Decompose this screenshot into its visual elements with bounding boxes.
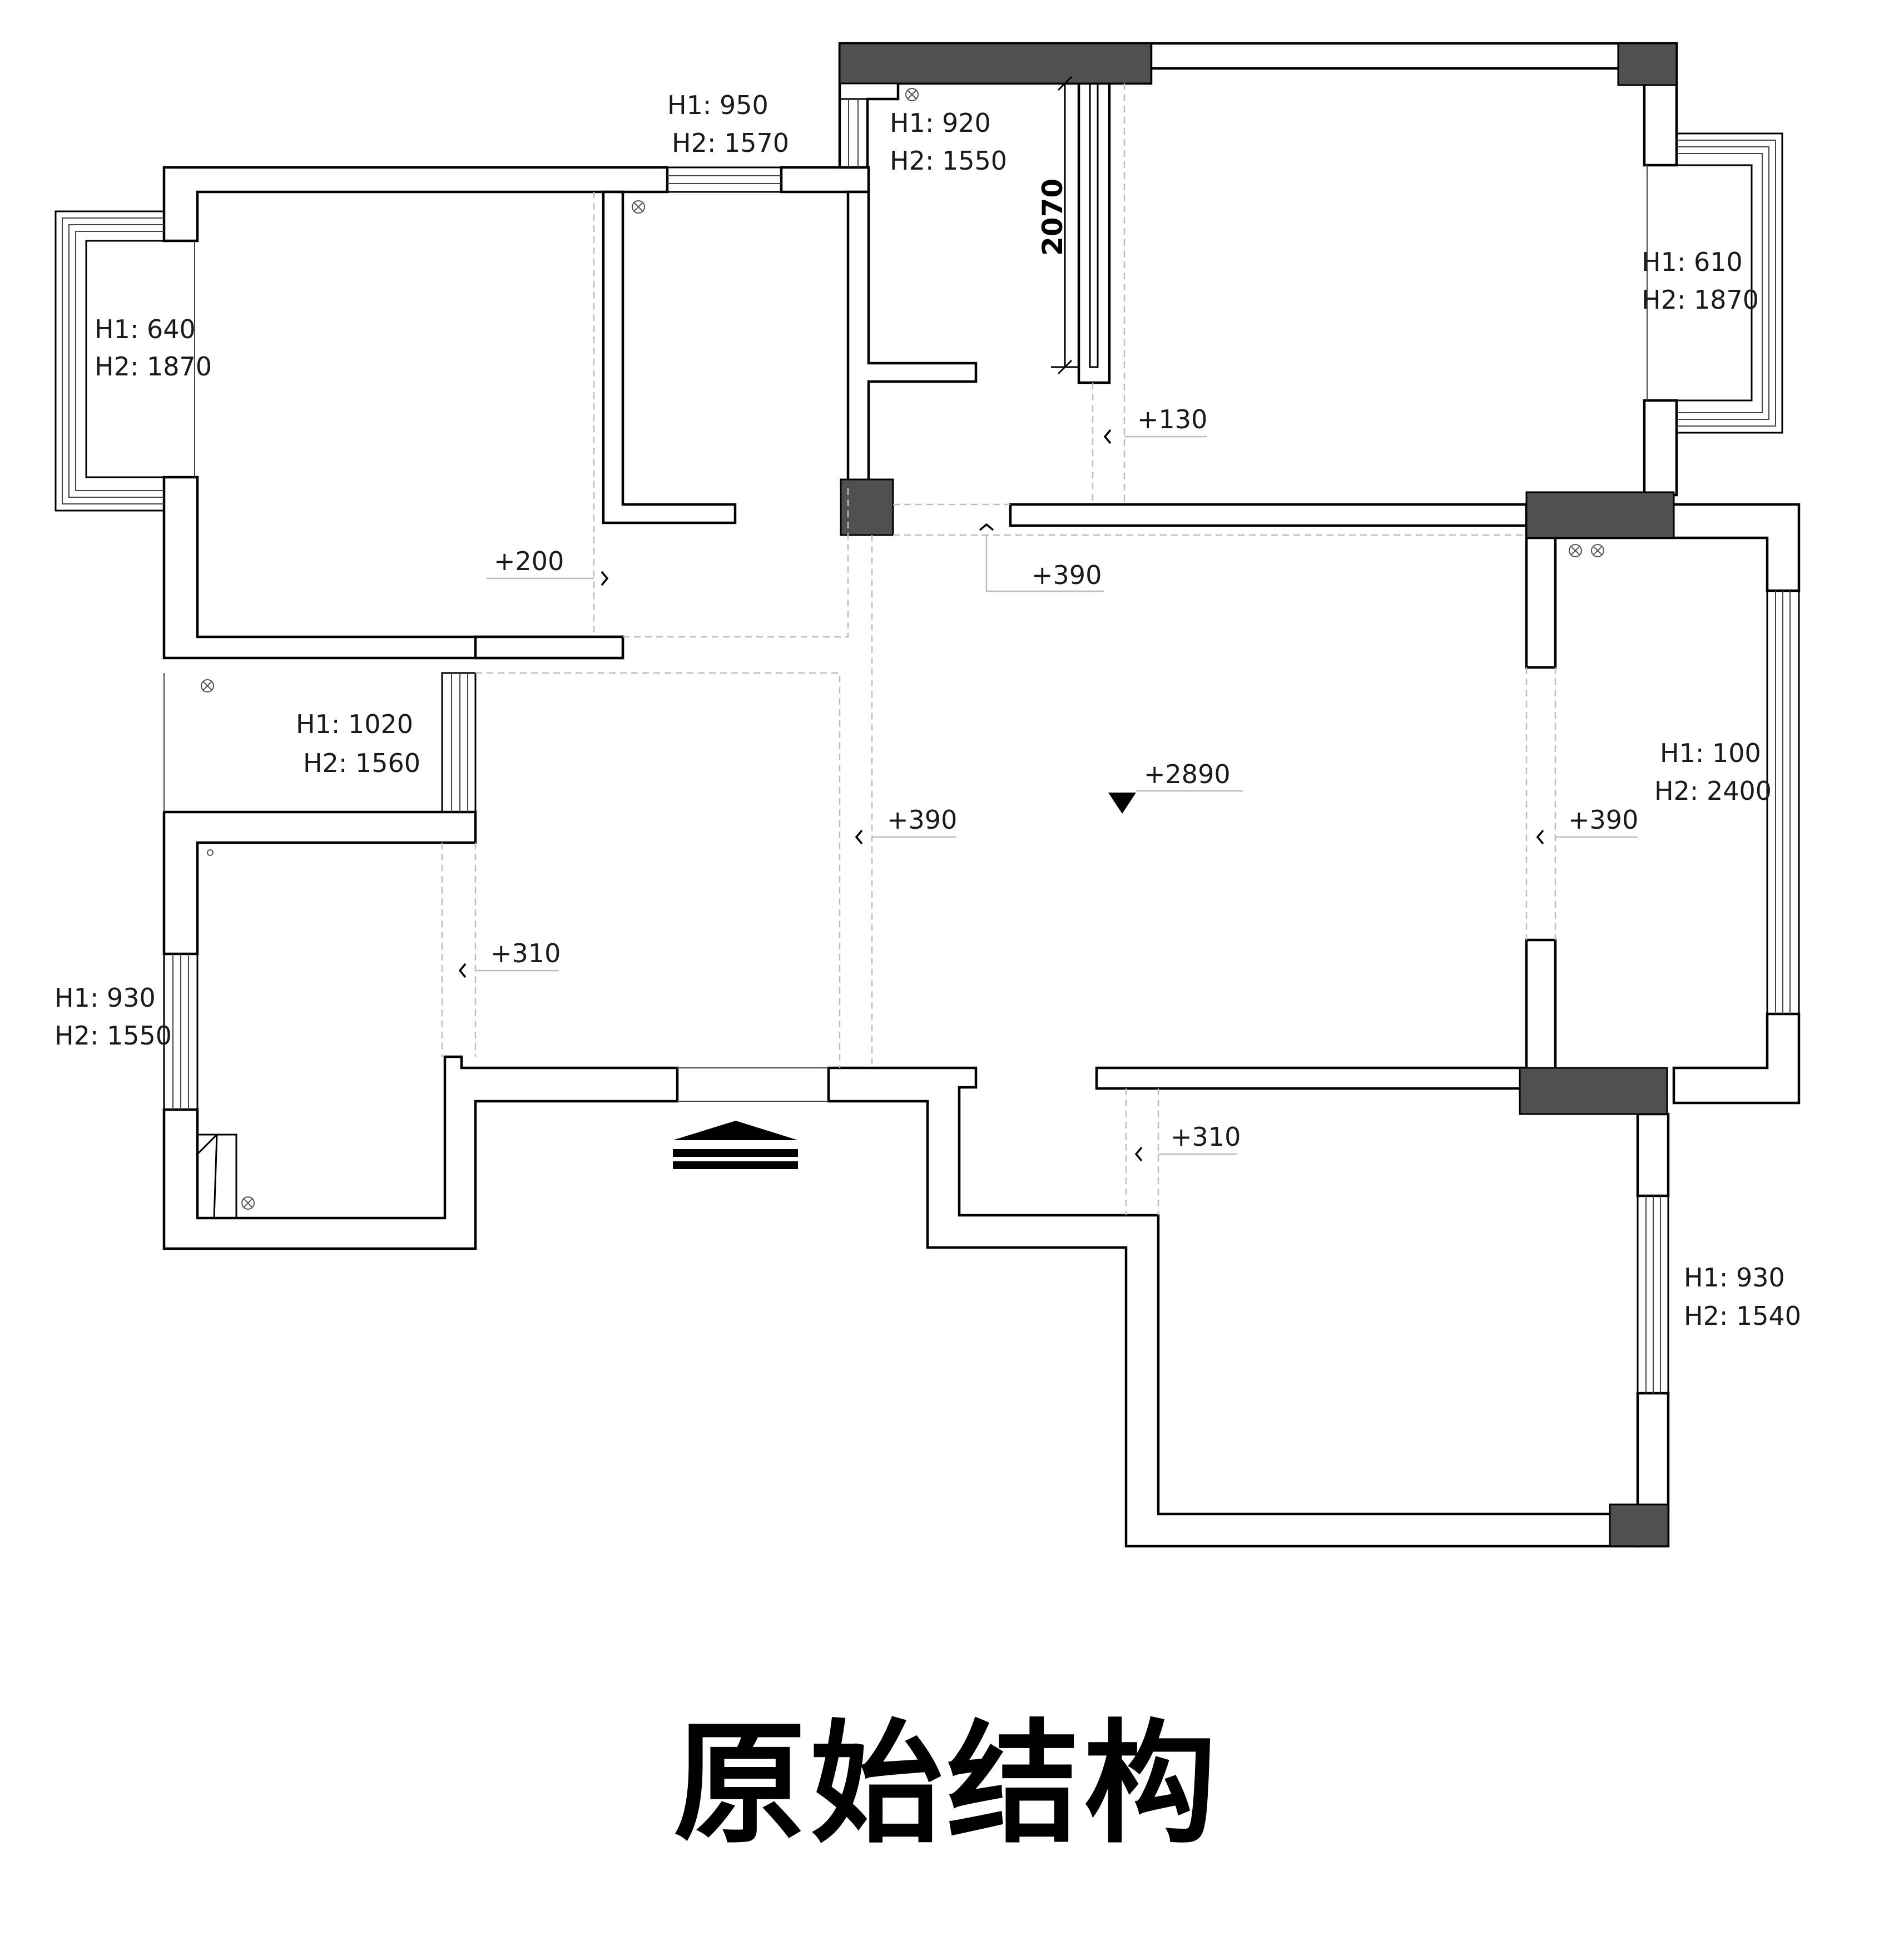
wall-living-stub-lower <box>1525 938 1557 1072</box>
win-se-h1: H1: 930 <box>1684 1263 1785 1293</box>
wall-se-right-upper <box>1636 1112 1670 1197</box>
window-east-bay <box>1647 132 1783 434</box>
column-east-bottom <box>1519 1067 1668 1115</box>
wall-hall-south-left <box>162 1055 679 1250</box>
wall-sw-top <box>162 810 477 956</box>
level-bedroom-nw: +200 <box>494 546 564 576</box>
window-north-small <box>666 166 782 193</box>
drain-icon <box>632 200 645 214</box>
level-markers: +2890 +390 +390 +390 +200 +130 +310 +310 <box>458 404 1638 1162</box>
wall-corridor-top <box>1009 503 1528 527</box>
wall-living-south <box>1095 1066 1525 1090</box>
level-top: +390 <box>1032 560 1102 590</box>
dimension-2070: 2070 <box>1037 76 1079 375</box>
drain-icon <box>201 679 214 692</box>
entrance-opening <box>677 1067 829 1102</box>
win-kitchen-h2: H2: 1560 <box>303 748 420 778</box>
win-east-bay-h2: H2: 1870 <box>1642 285 1759 315</box>
level-arrow-icon <box>601 571 609 586</box>
win-north-bath-h1: H1: 920 <box>890 108 991 138</box>
win-north-small-h2: H2: 1570 <box>672 128 789 158</box>
level-bedroom-ne: +130 <box>1137 404 1207 434</box>
columns <box>839 42 1678 1547</box>
win-east-living-h1: H1: 100 <box>1660 738 1761 768</box>
level-arrow-icon <box>1134 1146 1143 1162</box>
level-east: +390 <box>1568 805 1638 835</box>
fixtures <box>196 88 1604 1219</box>
drain-icon <box>1569 544 1582 557</box>
window-se <box>1637 1195 1669 1394</box>
win-sw-h2: H2: 1550 <box>54 1021 172 1051</box>
window-sw <box>163 953 199 1111</box>
level-boundaries <box>441 83 1556 1215</box>
win-north-small-h1: H1: 950 <box>667 90 768 120</box>
windows <box>54 98 1800 1394</box>
page-title: 原始结构 <box>673 1707 1221 1862</box>
window-east-living <box>1766 590 1800 1015</box>
level-arrow-icon <box>1103 429 1112 444</box>
dimension-label: 2070 <box>1037 179 1069 256</box>
wall-small-bottom <box>474 635 624 660</box>
win-north-bath-h2: H2: 1550 <box>890 146 1007 176</box>
level-hall: +390 <box>887 805 957 835</box>
win-west-h1: H1: 640 <box>95 314 196 344</box>
win-se-h2: H2: 1540 <box>1684 1301 1801 1331</box>
level-main: +2890 <box>1144 759 1231 789</box>
wall-small-right <box>846 190 978 486</box>
column-corridor <box>840 478 894 536</box>
level-arrow-icon <box>458 963 467 978</box>
wall-bath-partition <box>1077 82 1111 384</box>
window-kitchen <box>163 672 477 813</box>
entrance-arrow-icon <box>673 1121 798 1169</box>
win-west-h2: H2: 1870 <box>95 352 212 382</box>
level-arrow-icon <box>1536 829 1544 845</box>
walls <box>162 42 1801 1548</box>
column-ne-corner <box>1617 42 1678 86</box>
wall-ne-top <box>1149 42 1678 70</box>
window-labels: H1: 640 H2: 1870 H1: 950 H2: 1570 H1: 92… <box>54 90 1801 1331</box>
win-east-living-h2: H2: 2400 <box>1654 776 1772 806</box>
column-east-top <box>1525 491 1675 539</box>
window-north-bath <box>839 98 869 169</box>
window-west-bay <box>54 210 195 512</box>
drain-icon <box>1591 544 1604 557</box>
wall-east-right-lower <box>1672 1012 1801 1105</box>
drain-icon <box>905 88 919 101</box>
shaft-icon <box>196 1134 237 1219</box>
wall-ne-right-lower <box>1643 399 1678 497</box>
level-se: +310 <box>1171 1122 1241 1152</box>
small-circle-icon <box>207 849 214 856</box>
wall-nw-top <box>162 166 669 242</box>
wall-partition-nw <box>602 190 737 524</box>
level-sw: +310 <box>490 938 561 968</box>
level-arrow-icon <box>979 523 994 531</box>
wall-living-stub-upper <box>1525 536 1557 669</box>
drain-icon <box>241 1196 255 1210</box>
wall-small-top <box>780 166 870 194</box>
win-east-bay-h1: H1: 610 <box>1642 247 1743 277</box>
win-kitchen-h1: H1: 1020 <box>296 709 413 739</box>
level-triangle-icon <box>1108 793 1136 814</box>
win-sw-h1: H1: 930 <box>54 983 156 1013</box>
column-bath-nw <box>839 42 1152 85</box>
level-arrow-icon <box>855 829 863 845</box>
column-se-bottom <box>1609 1503 1669 1547</box>
